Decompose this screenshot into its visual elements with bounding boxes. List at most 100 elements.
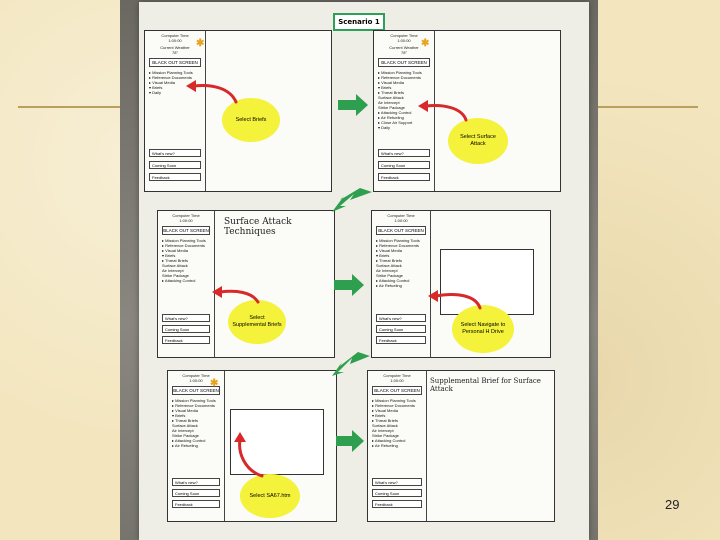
- menu-item[interactable]: ▸ Visual Media: [149, 80, 175, 85]
- whats-new-box[interactable]: What's new?: [162, 314, 210, 322]
- menu-item[interactable]: ▸ Attacking Control: [372, 438, 406, 443]
- menu-item[interactable]: ▸ Air Refueling: [372, 443, 398, 448]
- slide-rule-right: [598, 106, 698, 108]
- coming-soon-box[interactable]: Coming Soon: [172, 489, 220, 497]
- whats-new-box[interactable]: What's new?: [376, 314, 426, 322]
- feedback-box[interactable]: Feedback: [378, 173, 430, 181]
- menu-item[interactable]: Surface Attack: [162, 263, 188, 268]
- menu-item[interactable]: ▾ Briefs: [372, 413, 386, 418]
- menu-item[interactable]: Surface Attack: [172, 423, 198, 428]
- green-arrow-left-down: [332, 188, 372, 212]
- clock-text: Computer Time 1:00:00: [172, 213, 200, 223]
- menu-item[interactable]: ▾ Briefs: [162, 253, 176, 258]
- red-arrowhead: [418, 100, 428, 112]
- menu-item[interactable]: ▸ Threat Briefs: [372, 418, 398, 423]
- blackout-header: BLACK OUT SCREEN: [172, 386, 220, 395]
- menu-item[interactable]: ▸ Reference Documents: [162, 243, 205, 248]
- menu-item[interactable]: Strike Package: [172, 433, 199, 438]
- menu-item[interactable]: ▸ Mission Planning Tools: [162, 238, 206, 243]
- menu-item[interactable]: ▸ Air Refueling: [376, 283, 402, 288]
- menu-item[interactable]: ▾ Briefs: [172, 413, 186, 418]
- menu-item[interactable]: ▸ Close Air Support: [378, 120, 413, 125]
- page-number: 29: [665, 497, 680, 512]
- menu-item[interactable]: ▸ Threat Briefs: [376, 258, 402, 263]
- feedback-box[interactable]: Feedback: [149, 173, 201, 181]
- menu-item[interactable]: Air Intercept: [378, 100, 400, 105]
- whats-new-box[interactable]: What's new?: [149, 149, 201, 157]
- menu-item[interactable]: ▸ Threat Briefs: [162, 258, 188, 263]
- storyboard-frame-6: Computer Time 1:00:00 BLACK OUT SCREEN ▸…: [367, 370, 555, 522]
- menu-item[interactable]: Strike Package: [376, 273, 403, 278]
- menu-item[interactable]: Strike Package: [162, 273, 189, 278]
- menu-item[interactable]: ▸ Reference Documents: [172, 403, 215, 408]
- menu-item[interactable]: ▸ Threat Briefs: [378, 90, 404, 95]
- menu-item[interactable]: ▾ Briefs: [378, 85, 392, 90]
- menu-item[interactable]: ▸ Attacking Control: [162, 278, 196, 283]
- menu-item[interactable]: ▸ Visual Media: [162, 248, 188, 253]
- menu-item[interactable]: Surface Attack: [378, 95, 404, 100]
- menu-item[interactable]: ▸ Attacking Control: [376, 278, 410, 283]
- coming-soon-box[interactable]: Coming Soon: [372, 489, 422, 497]
- menu-item[interactable]: ▾ Briefs: [376, 253, 390, 258]
- red-arrowhead: [234, 432, 246, 442]
- menu-item[interactable]: ▾ Daily: [149, 90, 162, 95]
- menu-item[interactable]: ▸ Mission Planning Tools: [372, 398, 416, 403]
- menu-list: ▸ Mission Planning Tools ▸ Reference Doc…: [378, 70, 430, 130]
- menu-item[interactable]: ▸ Visual Media: [372, 408, 398, 413]
- menu-item[interactable]: ▸ Visual Media: [376, 248, 402, 253]
- menu-item[interactable]: ▸ Visual Media: [172, 408, 198, 413]
- clock-text: Computer Time 1:00:00: [383, 373, 411, 383]
- menu-item[interactable]: Air Intercept: [162, 268, 184, 273]
- menu-item[interactable]: ▸ Mission Planning Tools: [376, 238, 420, 243]
- file-browse-dialog[interactable]: [440, 249, 534, 315]
- menu-item[interactable]: ▸ Visual Media: [378, 80, 404, 85]
- scenario-label: Scenario 1: [333, 13, 385, 31]
- feedback-box[interactable]: Feedback: [372, 500, 422, 508]
- menu-item[interactable]: ▸ Attacking Control: [172, 438, 206, 443]
- menu-item[interactable]: Surface Attack: [376, 263, 402, 268]
- coming-soon-box[interactable]: Coming Soon: [376, 325, 426, 333]
- menu-item[interactable]: ▾ Briefs: [149, 85, 163, 90]
- blackout-header: BLACK OUT SCREEN: [372, 386, 422, 395]
- menu-item[interactable]: ▸ Reference Documents: [378, 75, 421, 80]
- whats-new-box[interactable]: What's new?: [378, 149, 430, 157]
- whats-new-box[interactable]: What's new?: [172, 478, 220, 486]
- left-nav-panel: Computer Time 1:00:00 Current Weather 78…: [145, 31, 206, 191]
- feedback-box[interactable]: Feedback: [162, 336, 210, 344]
- feedback-box[interactable]: Feedback: [172, 500, 220, 508]
- red-pointer-arrow: [218, 289, 260, 304]
- menu-item[interactable]: Air Intercept: [376, 268, 398, 273]
- menu-list: ▸ Mission Planning Tools ▸ Reference Doc…: [172, 398, 220, 448]
- menu-item[interactable]: ▸ Reference Documents: [372, 403, 415, 408]
- menu-item[interactable]: Surface Attack: [372, 423, 398, 428]
- menu-item[interactable]: ▸ Mission Planning Tools: [149, 70, 193, 75]
- menu-item[interactable]: ▸ Threat Briefs: [172, 418, 198, 423]
- menu-list: ▸ Mission Planning Tools ▸ Reference Doc…: [372, 398, 422, 448]
- menu-item[interactable]: ▸ Mission Planning Tools: [378, 70, 422, 75]
- menu-item[interactable]: Air Intercept: [372, 428, 394, 433]
- menu-item[interactable]: ▸ Mission Planning Tools: [172, 398, 216, 403]
- menu-item[interactable]: Air Intercept: [172, 428, 194, 433]
- coming-soon-box[interactable]: Coming Soon: [378, 161, 430, 169]
- menu-item[interactable]: Strike Package: [378, 105, 405, 110]
- left-nav-panel: Computer Time 1:00:00 BLACK OUT SCREEN ▸…: [158, 211, 215, 357]
- left-nav-panel: Computer Time 1:00:00 BLACK OUT SCREEN ▸…: [168, 371, 225, 521]
- menu-item[interactable]: ▸ Reference Documents: [376, 243, 419, 248]
- menu-list: ▸ Mission Planning Tools ▸ Reference Doc…: [149, 70, 201, 95]
- star-icon: ✱: [421, 38, 430, 49]
- menu-item[interactable]: ▸ Reference Documents: [149, 75, 192, 80]
- coming-soon-box[interactable]: Coming Soon: [149, 161, 201, 169]
- menu-item[interactable]: ▸ Air Refueling: [172, 443, 198, 448]
- menu-item[interactable]: ▸ Air Refueling: [378, 115, 404, 120]
- menu-item[interactable]: Strike Package: [372, 433, 399, 438]
- whats-new-box[interactable]: What's new?: [372, 478, 422, 486]
- red-pointer-arrow: [434, 293, 482, 310]
- red-pointer-arrow: [424, 104, 468, 122]
- left-nav-panel: Computer Time 1:00:00 BLACK OUT SCREEN ▸…: [368, 371, 427, 521]
- weather-text: Current Weather 78°: [389, 45, 419, 55]
- menu-item[interactable]: ▾ Daily: [378, 125, 391, 130]
- coming-soon-box[interactable]: Coming Soon: [162, 325, 210, 333]
- red-arrowhead: [212, 286, 222, 298]
- feedback-box[interactable]: Feedback: [376, 336, 426, 344]
- menu-item[interactable]: ▸ Attacking Control: [378, 110, 412, 115]
